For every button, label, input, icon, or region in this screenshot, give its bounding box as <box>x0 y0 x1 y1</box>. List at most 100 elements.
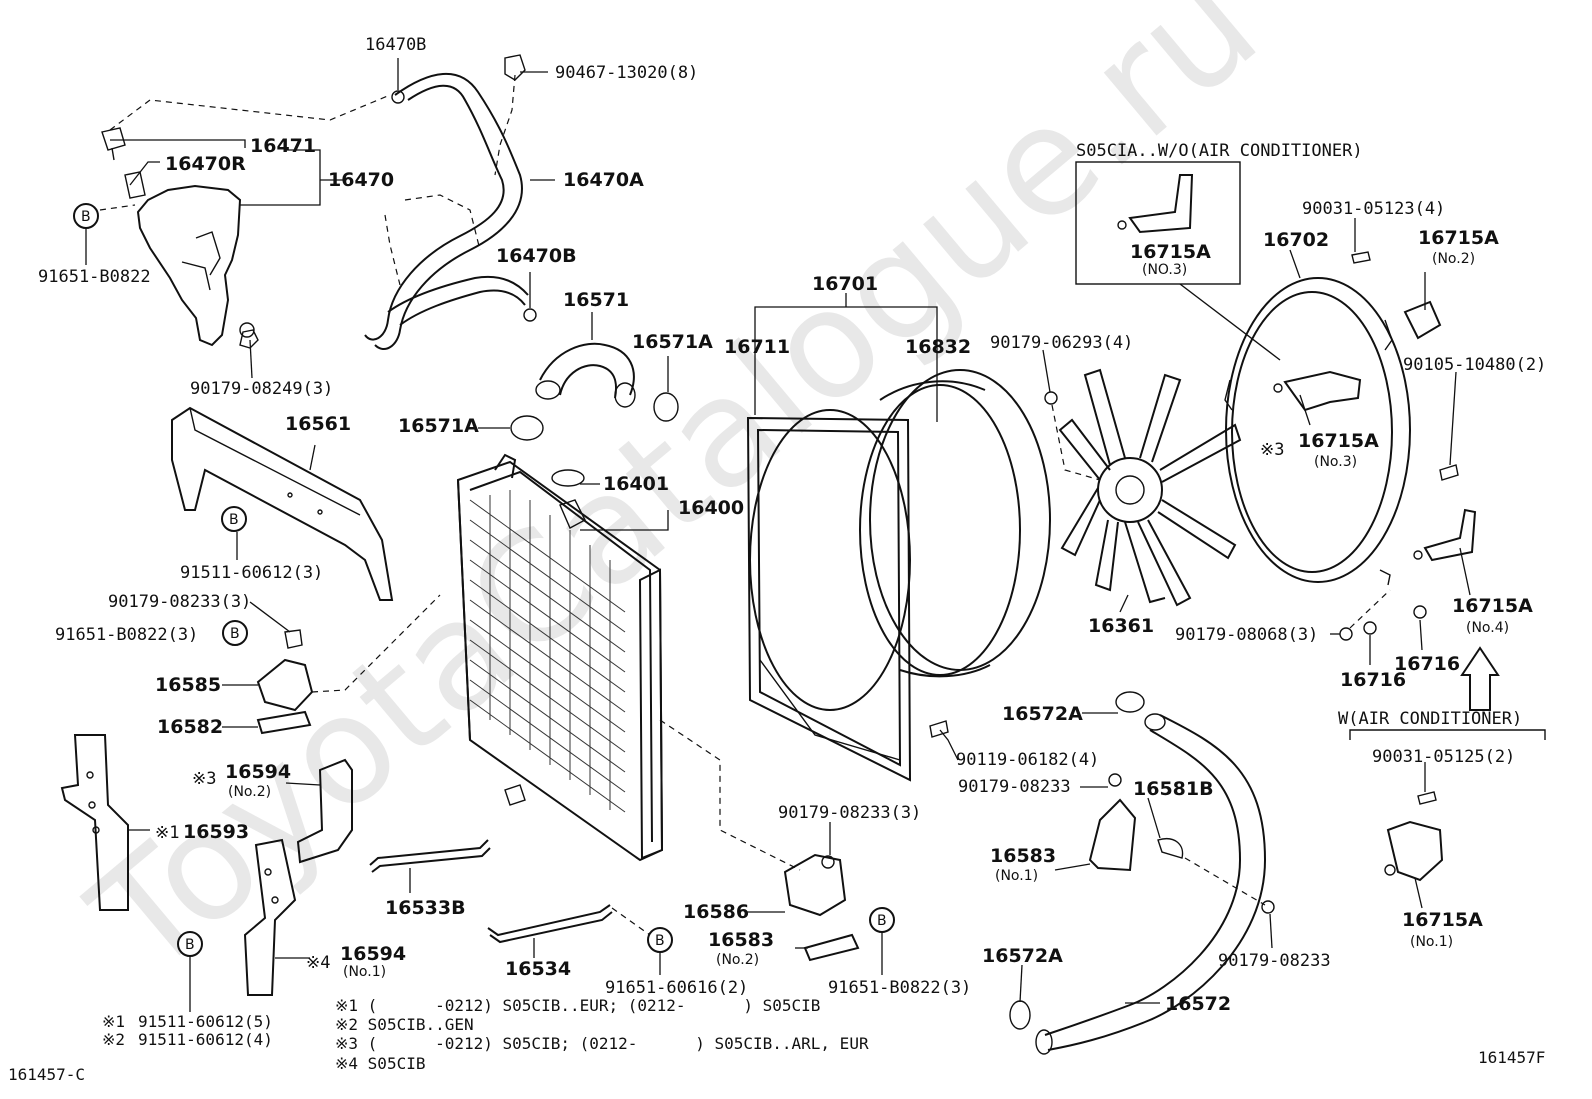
bracket-16581b <box>1157 838 1184 859</box>
label-16716-b: 16716 <box>1394 653 1460 675</box>
label-16594-no1: 16594 <box>340 943 406 965</box>
note-3: ※3 ( -0212) S05CIB; (0212- ) S05CIB..ARL… <box>335 1034 869 1053</box>
svg-text:B: B <box>655 933 665 949</box>
label-16572a-bot: 16572A <box>982 945 1063 967</box>
label-90179-08233-d: 90179-08233 <box>1218 951 1331 971</box>
footnotes: ※1 91511-60612(5) ※2 91511-60612(4) ※1 (… <box>102 996 869 1073</box>
label-16572a-top: 16572A <box>1002 703 1083 725</box>
label-16561: 16561 <box>285 413 351 435</box>
clip-90467-drawing <box>504 54 526 81</box>
label-16533b: 16533B <box>385 897 466 919</box>
star3-marker-16594: ※3 <box>192 769 216 789</box>
label-16715a-no1: 16715A <box>1402 909 1483 931</box>
label-16361: 16361 <box>1088 615 1154 637</box>
label-16571: 16571 <box>563 289 629 311</box>
footnote-2-number: 91511-60612(4) <box>138 1030 273 1049</box>
label-16571a-left: 16571A <box>398 415 479 437</box>
note-4: ※4 S05CIB <box>335 1054 425 1073</box>
bracket-16715a-no4 <box>1413 508 1477 562</box>
support-16582-drawing <box>256 710 312 735</box>
label-90105-10480: 90105-10480(2) <box>1403 355 1546 375</box>
label-16583-no1: 16583 <box>990 845 1056 867</box>
bracket-16715a-no3-box <box>1117 174 1194 234</box>
arrow-up <box>1460 646 1500 711</box>
label-16534: 16534 <box>505 958 571 980</box>
clamp-16572a-top <box>1115 691 1145 713</box>
label-16715a-no2: 16715A <box>1418 227 1499 249</box>
label-16594-no2: 16594 <box>225 761 291 783</box>
label-16715a-no1-sub: (No.1) <box>1410 934 1453 950</box>
hose-16572-drawing <box>1035 713 1267 1055</box>
label-91511-60612-3: 91511-60612(3) <box>180 563 323 583</box>
label-16832: 16832 <box>905 336 971 358</box>
label-90179-08249: 90179-08249(3) <box>190 379 333 399</box>
note-1: ※1 ( -0212) S05CIB..EUR; (0212- ) S05CIB <box>335 996 820 1015</box>
variant-box <box>1075 161 1241 285</box>
label-16400: 16400 <box>678 497 744 519</box>
nut-90179-08249 <box>239 329 259 349</box>
nut-90179-08233-c <box>1108 773 1122 787</box>
label-16593: 16593 <box>183 821 249 843</box>
hose-16571-drawing <box>535 342 636 408</box>
label-16572: 16572 <box>1165 993 1231 1015</box>
w-ac-bracket-line <box>1349 729 1546 740</box>
label-16715a-no2-sub: (No.2) <box>1432 251 1475 267</box>
radiator-16400-drawing <box>456 453 664 862</box>
label-16470b-mid: 16470B <box>496 245 577 267</box>
label-90179-08068: 90179-08068(3) <box>1175 625 1318 645</box>
label-91651-60616: 91651-60616(2) <box>605 978 748 998</box>
washer-16716-b <box>1413 605 1427 619</box>
b-callout-6: B <box>869 907 895 933</box>
b-callout-4: B <box>177 931 203 957</box>
washer-16716-a <box>1363 621 1377 635</box>
svg-text:B: B <box>229 512 239 528</box>
footnote-2-mark: ※2 <box>102 1030 125 1049</box>
label-16715a-no3: 16715A <box>1298 430 1379 452</box>
label-16470a: 16470A <box>563 169 644 191</box>
label-90031-05125: 90031-05125(2) <box>1372 747 1515 767</box>
fan-shroud-16702-drawing <box>1224 277 1411 586</box>
label-16594-no2-sub: (No.2) <box>228 784 271 800</box>
svg-text:B: B <box>877 913 887 929</box>
fan-shroud-ring-16832-drawing <box>859 369 1051 678</box>
support-16586-drawing <box>783 853 847 917</box>
fan-16361-drawing <box>1058 368 1242 607</box>
label-16715a-no4: 16715A <box>1452 595 1533 617</box>
part-labels: 16470B 90467-13020(8) 16471 16470R 16470… <box>38 35 1546 1015</box>
b-callout-2: B <box>221 506 247 532</box>
label-90179-08233-c: 90179-08233 <box>958 777 1071 797</box>
label-16715a-no3-sub: (No.3) <box>1314 454 1357 470</box>
leader-lines <box>110 58 1471 1004</box>
svg-text:B: B <box>185 937 195 953</box>
label-16583-no2-sub: (No.2) <box>716 952 759 968</box>
nut-90179-08233-d <box>1261 900 1275 914</box>
label-91651-b0822-3b: 91651-B0822(3) <box>828 978 971 998</box>
rod-16534-drawing <box>487 904 613 944</box>
label-16583-no2: 16583 <box>708 929 774 951</box>
label-16711: 16711 <box>724 336 790 358</box>
bracket-16715a-no3 <box>1273 370 1362 412</box>
label-16715a-no3-box: 16715A <box>1130 241 1211 263</box>
label-90179-08233-3a: 90179-08233(3) <box>108 592 251 612</box>
label-16582: 16582 <box>157 716 223 738</box>
label-16716-a: 16716 <box>1340 669 1406 691</box>
bolt-90119-06182 <box>929 720 949 738</box>
hose-16470a-drawing <box>364 72 529 350</box>
label-90031-05123: 90031-05123(4) <box>1302 199 1445 219</box>
star3-marker-16715a: ※3 <box>1260 440 1284 460</box>
baffle-16561-drawing <box>171 406 394 601</box>
diagram-code-right: 161457F <box>1478 1048 1545 1067</box>
label-90179-08233-3b: 90179-08233(3) <box>778 803 921 823</box>
star1-marker-16593: ※1 <box>155 823 179 843</box>
label-16585: 16585 <box>155 674 221 696</box>
star4-marker-16594: ※4 <box>306 953 330 973</box>
clamp-16470b-top <box>391 90 405 104</box>
footnote-1-number: 91511-60612(5) <box>138 1012 273 1031</box>
rod-16533b-drawing <box>369 839 491 873</box>
diagram-code-left: 161457-C <box>8 1065 85 1084</box>
plate-16594-no1-drawing <box>243 838 297 996</box>
svg-text:B: B <box>81 209 91 225</box>
bolt-90105-10480 <box>1439 464 1459 481</box>
label-16583-no1-sub: (No.1) <box>995 868 1038 884</box>
label-16471: 16471 <box>250 135 316 157</box>
